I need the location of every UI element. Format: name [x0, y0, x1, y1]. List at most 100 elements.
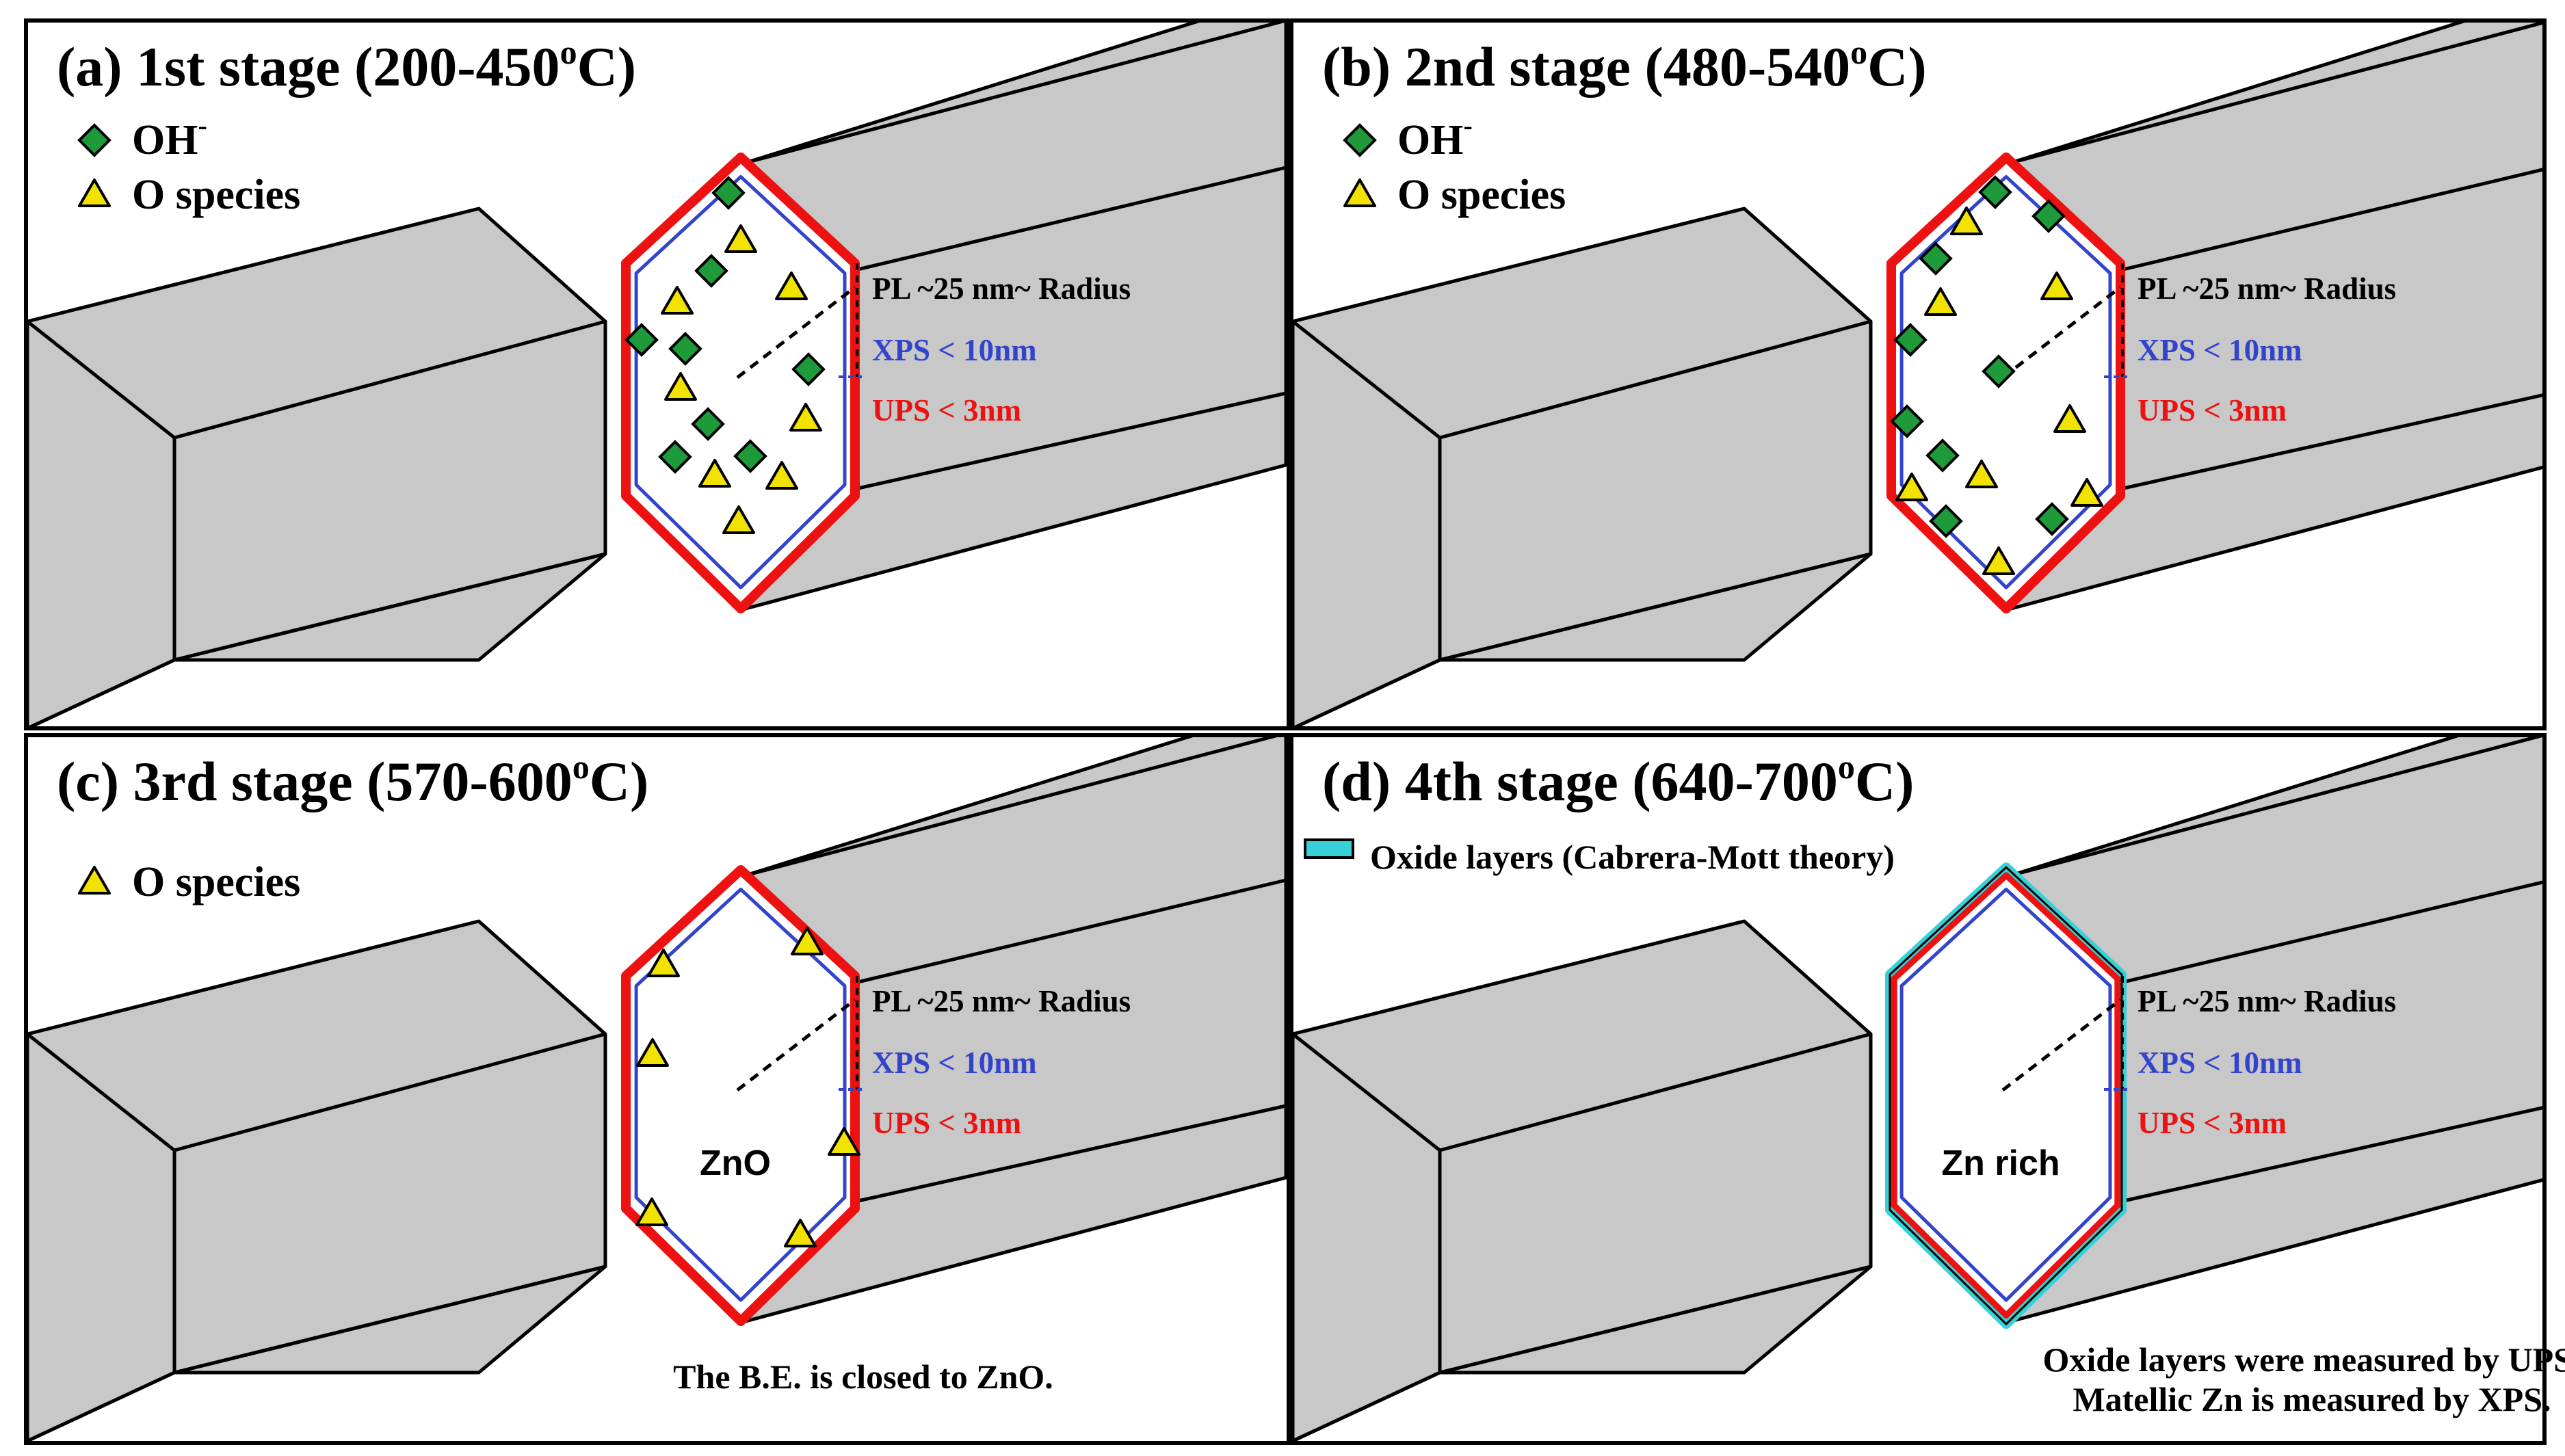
o-marker [636, 1038, 669, 1067]
rod-big-top-edge [2010, 21, 2544, 165]
o-marker [1924, 287, 1957, 316]
o-marker [2070, 478, 2103, 507]
panel-title-end: C) [1867, 36, 1927, 98]
o-marker [635, 1197, 668, 1226]
ups-layer-ring [621, 153, 860, 613]
core-label: ZnO [700, 1143, 771, 1183]
radius-line [2001, 998, 2122, 1091]
panel-title-degree: o [1850, 33, 1867, 71]
o-marker [1965, 460, 1998, 488]
xps-layer-ring [634, 887, 847, 1302]
o-marker [664, 372, 697, 401]
oh-marker [2035, 502, 2069, 536]
o-marker [2053, 404, 2086, 433]
panel-title-degree: o [573, 747, 590, 786]
note-line: The B.E. is closed to ZnO. [673, 1358, 1053, 1396]
o-marker [722, 505, 755, 534]
panel-title-main: (a) 1st stage (200-450 [57, 36, 560, 98]
rod-big-ridge-2 [854, 391, 1287, 491]
xps-label: XPS < 10nm [2138, 1046, 2302, 1080]
o-marker [1950, 207, 1983, 235]
oh-marker [1978, 175, 2012, 209]
oh-marker [1919, 241, 1953, 276]
oh-marker [691, 407, 725, 441]
legend-label-text: O species [1397, 172, 1566, 218]
oh-marker [711, 176, 746, 210]
xps-label: XPS < 10nm [2138, 333, 2302, 367]
oh-marker [1982, 354, 2016, 388]
o-marker [698, 459, 731, 488]
rod-small-left-edge [26, 1033, 176, 1443]
ups-layer-ring [1886, 153, 2125, 613]
panel-title-main: (b) 2nd stage (480-540 [1322, 36, 1850, 98]
oh-marker [733, 439, 767, 473]
ups-label: UPS < 3nm [2138, 1106, 2287, 1140]
cross-section [626, 157, 855, 609]
o-legend-icon [78, 178, 111, 207]
legend-label-text: O species [132, 859, 300, 905]
oh-marker [694, 254, 728, 288]
legend-label-sup: - [198, 110, 207, 141]
panel-frame [1289, 18, 2547, 730]
ups-layer-ring [621, 865, 860, 1326]
legend-o-label: O species [132, 172, 300, 218]
rod-small-bottom-edge [174, 552, 606, 662]
rod-small-left-edge [1291, 1033, 1442, 1443]
legend-o-label: O species [1397, 172, 1566, 218]
oh-marker [624, 323, 659, 357]
note-line: Oxide layers were measured by UPS. [2043, 1340, 2565, 1379]
o-marker [775, 272, 808, 300]
legend-oxide-label: Oxide layers (Cabrera-Mott theory) [1370, 838, 1895, 876]
legend-o-label: O species [132, 859, 300, 905]
note-line: Matellic Zn is measured by XPS. [2073, 1380, 2551, 1418]
panel-title-main: (c) 3rd stage (570-600 [57, 750, 573, 812]
pl-label: PL ~25 nm~ Radius [2138, 984, 2396, 1018]
xps-layer-ring [1899, 887, 2112, 1302]
rod-big-top-edge [745, 735, 1285, 877]
o-marker [791, 927, 824, 955]
panel-title-degree: o [560, 33, 577, 71]
panel-title-end: C) [577, 36, 637, 98]
rod-big-top-edge [745, 21, 1287, 165]
rod-big-ridge-1 [854, 878, 1287, 985]
legend-label-sup: - [1463, 110, 1472, 141]
o-marker [828, 1127, 860, 1156]
xps-layer-ring [1899, 174, 2112, 590]
pl-label: PL ~25 nm~ Radius [872, 984, 1131, 1018]
rod-big-ridge-1 [2120, 879, 2544, 985]
oh-marker [1890, 404, 1924, 438]
oh-marker [791, 352, 826, 386]
cross-section [626, 870, 855, 1321]
ups-layer-ring [1891, 872, 2121, 1319]
rod-small-bottom-edge [1439, 1265, 1871, 1375]
o-marker [724, 224, 757, 253]
panel-title-end: C) [590, 750, 649, 812]
pl-label: PL ~25 nm~ Radius [2138, 272, 2396, 306]
o-marker [2040, 272, 2073, 300]
oh-marker [1929, 504, 1963, 538]
panel-frame [24, 733, 1291, 1445]
rod-big-ridge-2 [2120, 1105, 2544, 1204]
panel-title: (b) 2nd stage (480-540oC) [1322, 33, 1927, 98]
legend-label-text: O species [132, 172, 300, 218]
ups-label: UPS < 3nm [872, 1106, 1021, 1140]
panel-title-main: (d) 4th stage (640-700 [1322, 750, 1838, 812]
o-marker [1982, 546, 2015, 575]
rod-small-bottom-edge [174, 1265, 606, 1375]
cross-section [1891, 157, 2120, 609]
oh-marker [2031, 199, 2066, 233]
oh-marker [658, 440, 692, 474]
ups-label: UPS < 3nm [872, 393, 1021, 427]
core-label: Zn rich [1941, 1143, 2060, 1183]
panel-title: (d) 4th stage (640-700oC) [1322, 747, 1914, 812]
legend-label-text: OH [1397, 117, 1463, 163]
rod-small-left-edge [26, 320, 176, 728]
